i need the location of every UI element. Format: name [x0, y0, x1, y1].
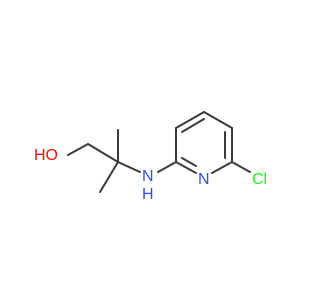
bond-o-ch2 — [67, 143, 89, 156]
bond-n1-c2 — [175, 161, 197, 174]
atom-label-hydroxyl: HO — [34, 147, 58, 164]
bond-ch2-cq — [87, 143, 119, 163]
atom-label-amine-n: N — [142, 168, 154, 185]
bond-c6-n1 — [211, 161, 233, 174]
atom-label-group: HO N H N Cl — [34, 147, 267, 203]
bond-c3-c4-double — [181, 118, 205, 133]
atom-label-chlorine: Cl — [252, 171, 267, 188]
bond-nh-c2 — [157, 161, 177, 173]
bond-c4-c5 — [203, 111, 233, 129]
atom-label-amine-h: H — [142, 186, 154, 203]
atom-label-ring-n: N — [198, 171, 210, 188]
bond-n1-c2-double — [181, 157, 197, 167]
bond-c3-c4 — [175, 111, 205, 129]
bond-cq-methyl-down — [99, 161, 119, 193]
bond-c6-cl — [231, 161, 251, 173]
molecule-structure-diagram: HO N H N Cl — [34, 111, 267, 203]
bond-cq-nh — [117, 161, 141, 173]
bond-group — [67, 111, 251, 193]
